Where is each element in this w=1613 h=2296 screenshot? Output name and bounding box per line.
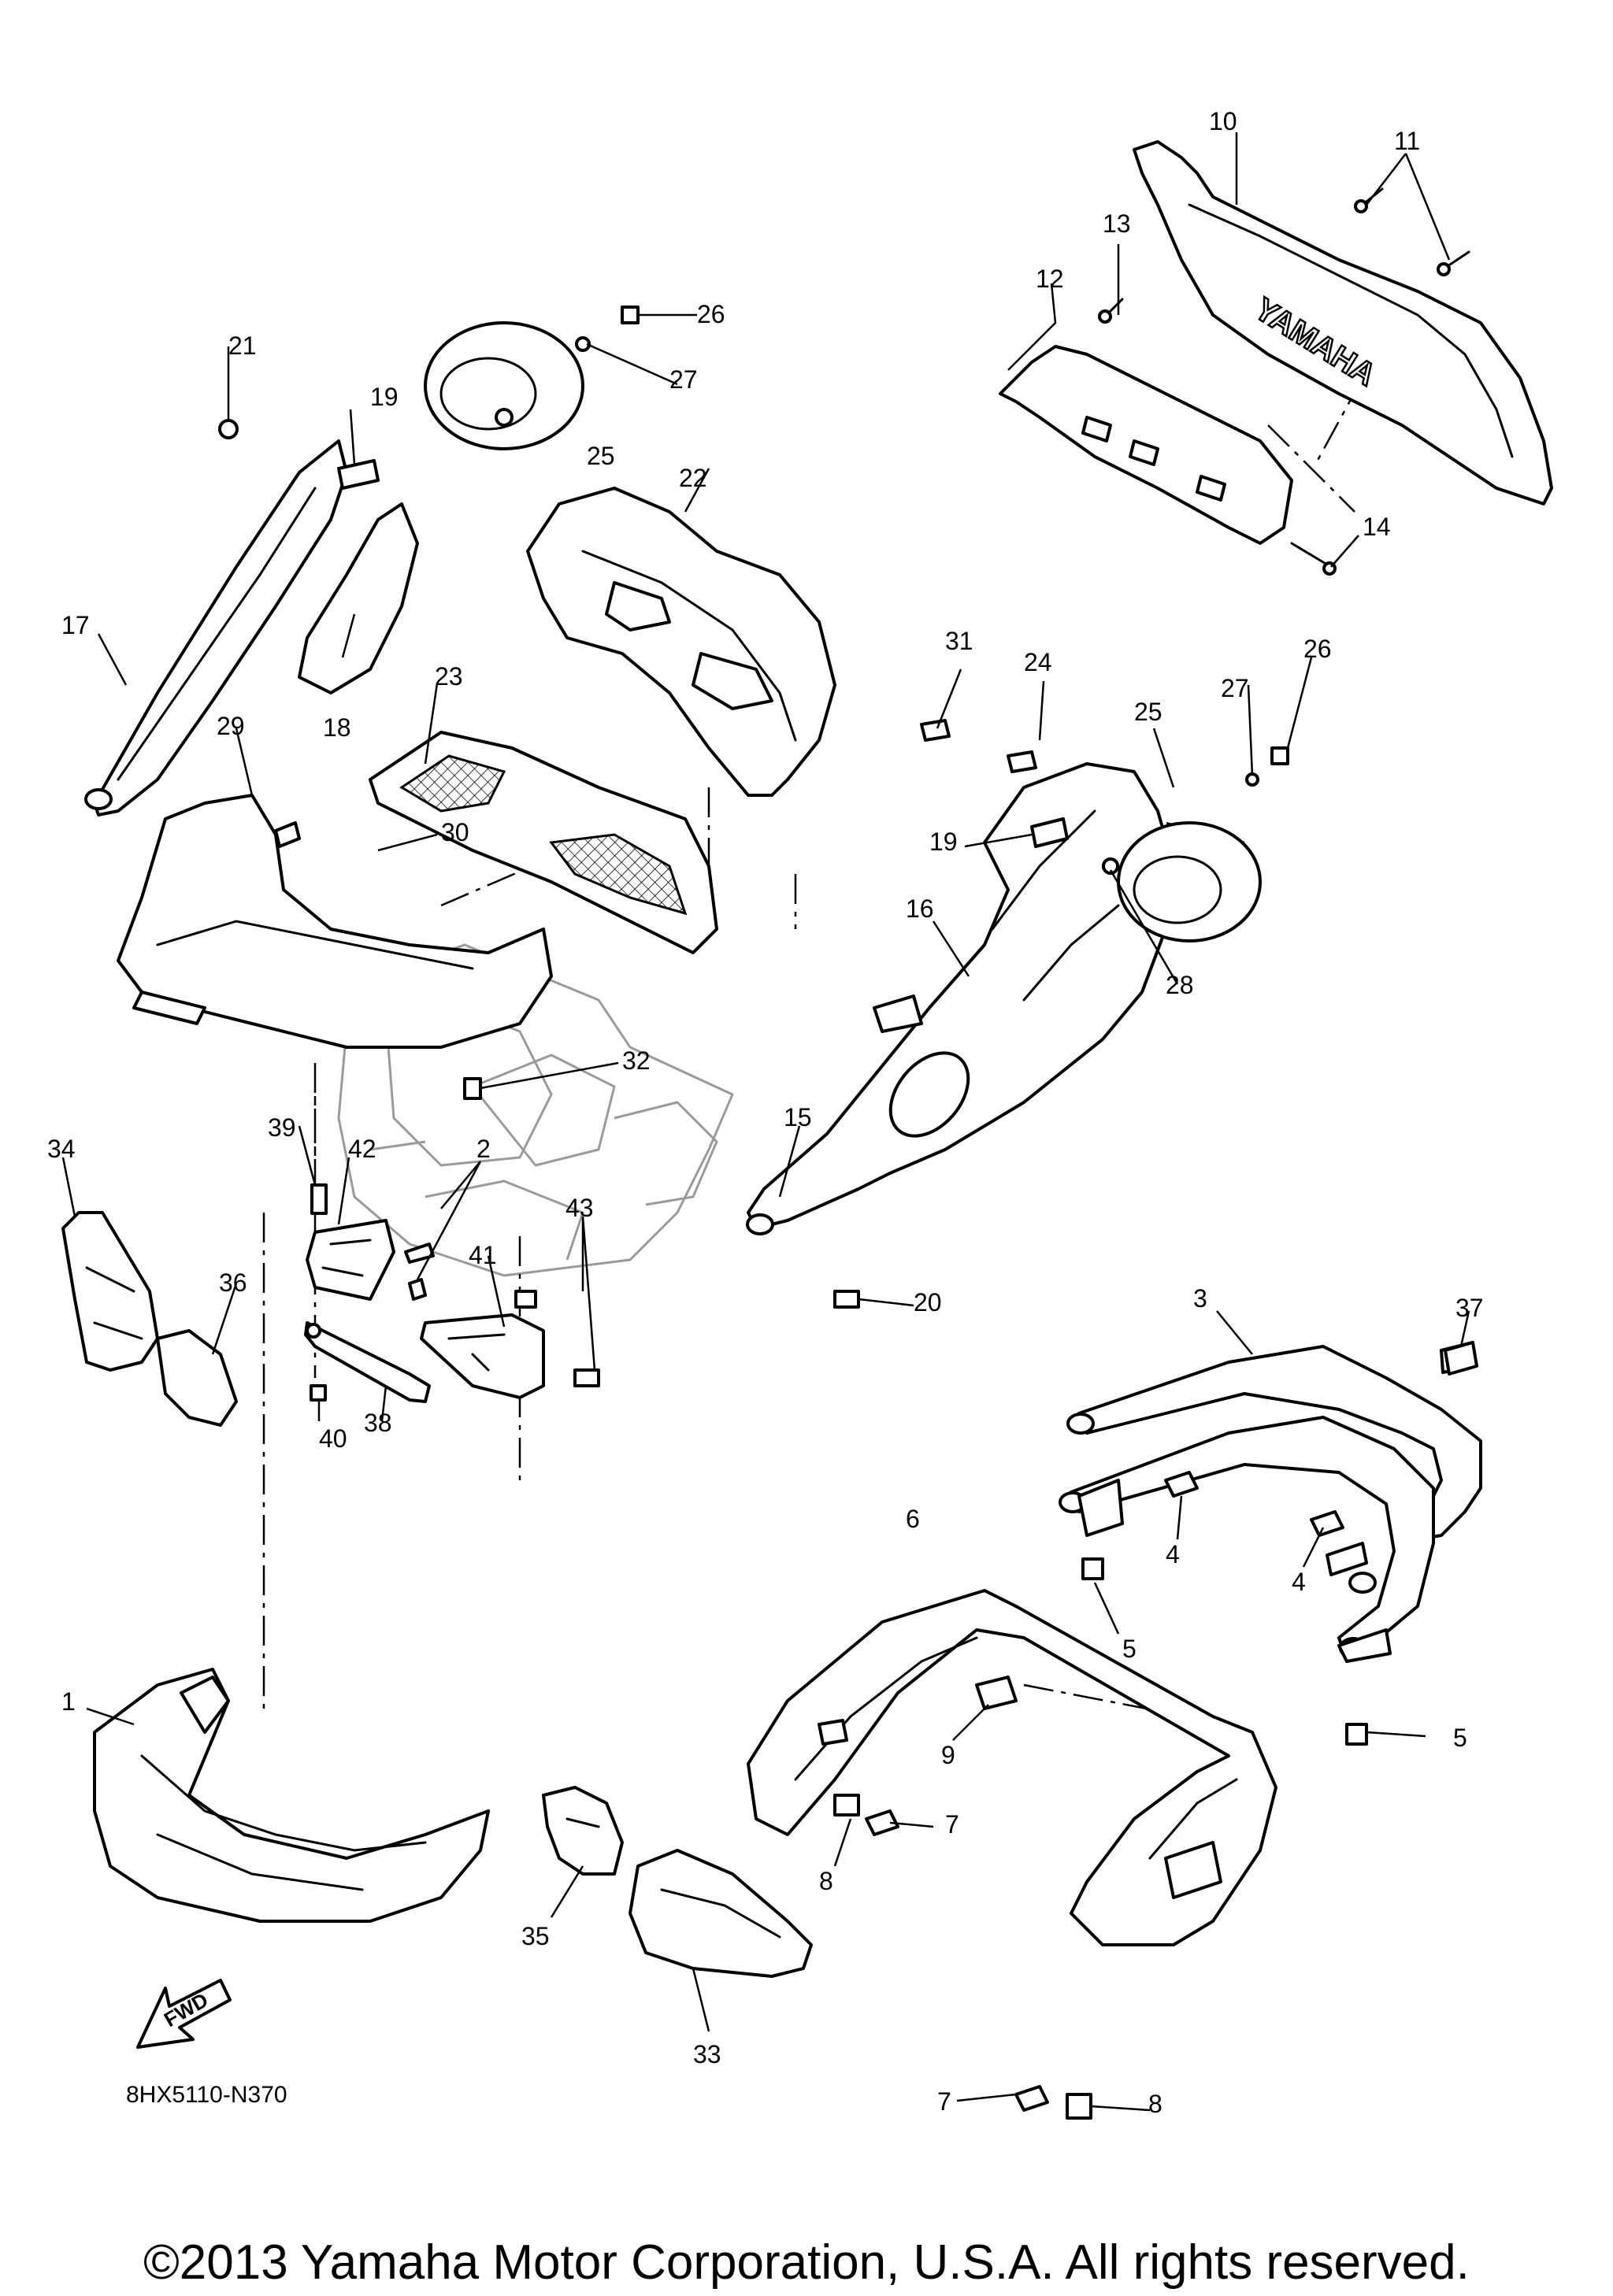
callout-33: 33: [693, 2040, 721, 2068]
callout-32: 32: [622, 1046, 651, 1075]
callout-12: 12: [1036, 265, 1064, 293]
part-37-label: [1444, 1341, 1478, 1376]
callout-39: 39: [268, 1113, 296, 1142]
part-18-side-fin: [298, 502, 419, 694]
callout-27a: 27: [669, 365, 698, 394]
part-3-rear-grab-rail: [1059, 1341, 1482, 1663]
callout-18: 18: [323, 713, 351, 742]
part-10-tail-panel: YAMAHA: [1133, 140, 1553, 505]
callout-24: 24: [1024, 648, 1052, 676]
small-bolts: [218, 306, 1289, 1100]
callout-3: 3: [1193, 1284, 1207, 1313]
callout-8a: 8: [819, 1867, 833, 1895]
callout-10: 10: [1209, 107, 1237, 135]
callout-41: 41: [469, 1241, 497, 1269]
callout-37: 37: [1455, 1294, 1484, 1322]
diagram-code: 8HX5110-N370: [126, 2082, 287, 2108]
callout-35: 35: [521, 1922, 550, 1950]
part-15-16-muffler-cover: [746, 762, 1175, 1309]
callout-15: 15: [784, 1103, 812, 1131]
fasteners-4-5: [1081, 1471, 1368, 1746]
callout-8b: 8: [1148, 2090, 1162, 2118]
callout-19a: 19: [370, 383, 399, 411]
callout-5a: 5: [1122, 1635, 1137, 1663]
callout-1: 1: [61, 1687, 76, 1716]
part-36-shield: [156, 1329, 238, 1427]
callout-numbers: 1 2 3 4 4 5 5 6 7 7 8 8 9 10 11 12 13 14…: [47, 107, 1484, 2118]
callout-4b: 4: [1292, 1568, 1306, 1596]
callout-21: 21: [228, 331, 257, 360]
callout-4a: 4: [1166, 1540, 1180, 1568]
callout-7a: 7: [945, 1810, 959, 1839]
callout-19b: 19: [929, 828, 958, 856]
callout-30: 30: [441, 818, 469, 846]
callout-43: 43: [565, 1194, 594, 1222]
callout-22: 22: [679, 464, 707, 492]
callout-9: 9: [941, 1741, 955, 1769]
callout-28: 28: [1166, 971, 1194, 999]
part-6-side-cover: [747, 1589, 1277, 1946]
part-9-clip: [975, 1676, 1018, 1710]
callout-34: 34: [47, 1135, 76, 1163]
part-22-center-body: [526, 487, 836, 797]
copyright-notice: ©2013 Yamaha Motor Corporation, U.S.A. A…: [143, 2235, 1470, 2290]
callout-26b: 26: [1303, 635, 1332, 663]
leader-lines: [61, 132, 1470, 2112]
callout-16: 16: [906, 894, 934, 923]
callout-23: 23: [435, 662, 463, 691]
callout-40: 40: [319, 1424, 347, 1453]
callout-25a: 25: [587, 442, 615, 470]
callout-14: 14: [1363, 513, 1391, 541]
callout-27b: 27: [1221, 674, 1249, 702]
callout-6: 6: [906, 1505, 920, 1533]
callout-17: 17: [61, 611, 90, 639]
callout-5b: 5: [1453, 1724, 1467, 1752]
callout-36: 36: [219, 1268, 247, 1297]
callout-42: 42: [348, 1135, 376, 1163]
part-12-tail-bracket: [999, 345, 1293, 545]
callout-25b: 25: [1134, 698, 1162, 726]
part-19-pad-a: [337, 459, 380, 490]
part-35-small-cover: [542, 1786, 624, 1876]
callout-29: 29: [217, 712, 245, 740]
callout-11: 11: [1394, 127, 1420, 155]
callout-20: 20: [914, 1288, 942, 1316]
callout-26a: 26: [697, 300, 725, 328]
part-23-mesh-panel: [369, 731, 718, 954]
callout-7b: 7: [937, 2087, 951, 2116]
part-33-upper-cover: [629, 1849, 813, 1978]
callout-2: 2: [476, 1135, 491, 1163]
callout-13: 13: [1103, 209, 1131, 238]
part-17-side-rail: [84, 439, 348, 817]
fasteners-7-8: [833, 1794, 1092, 2120]
callout-38: 38: [364, 1409, 392, 1437]
part-25-end-cap-upper: [424, 321, 584, 450]
part-34-side-duct: [61, 1211, 159, 1372]
part-1-lower-cowl: [93, 1668, 490, 1923]
callout-31: 31: [945, 627, 973, 655]
fwd-arrow-icon: FWD: [136, 1979, 232, 2049]
part-29-intake-cowl: [117, 794, 553, 1049]
bracket-assembly: [304, 1183, 600, 1403]
part-19-pad-b: [1030, 817, 1069, 848]
